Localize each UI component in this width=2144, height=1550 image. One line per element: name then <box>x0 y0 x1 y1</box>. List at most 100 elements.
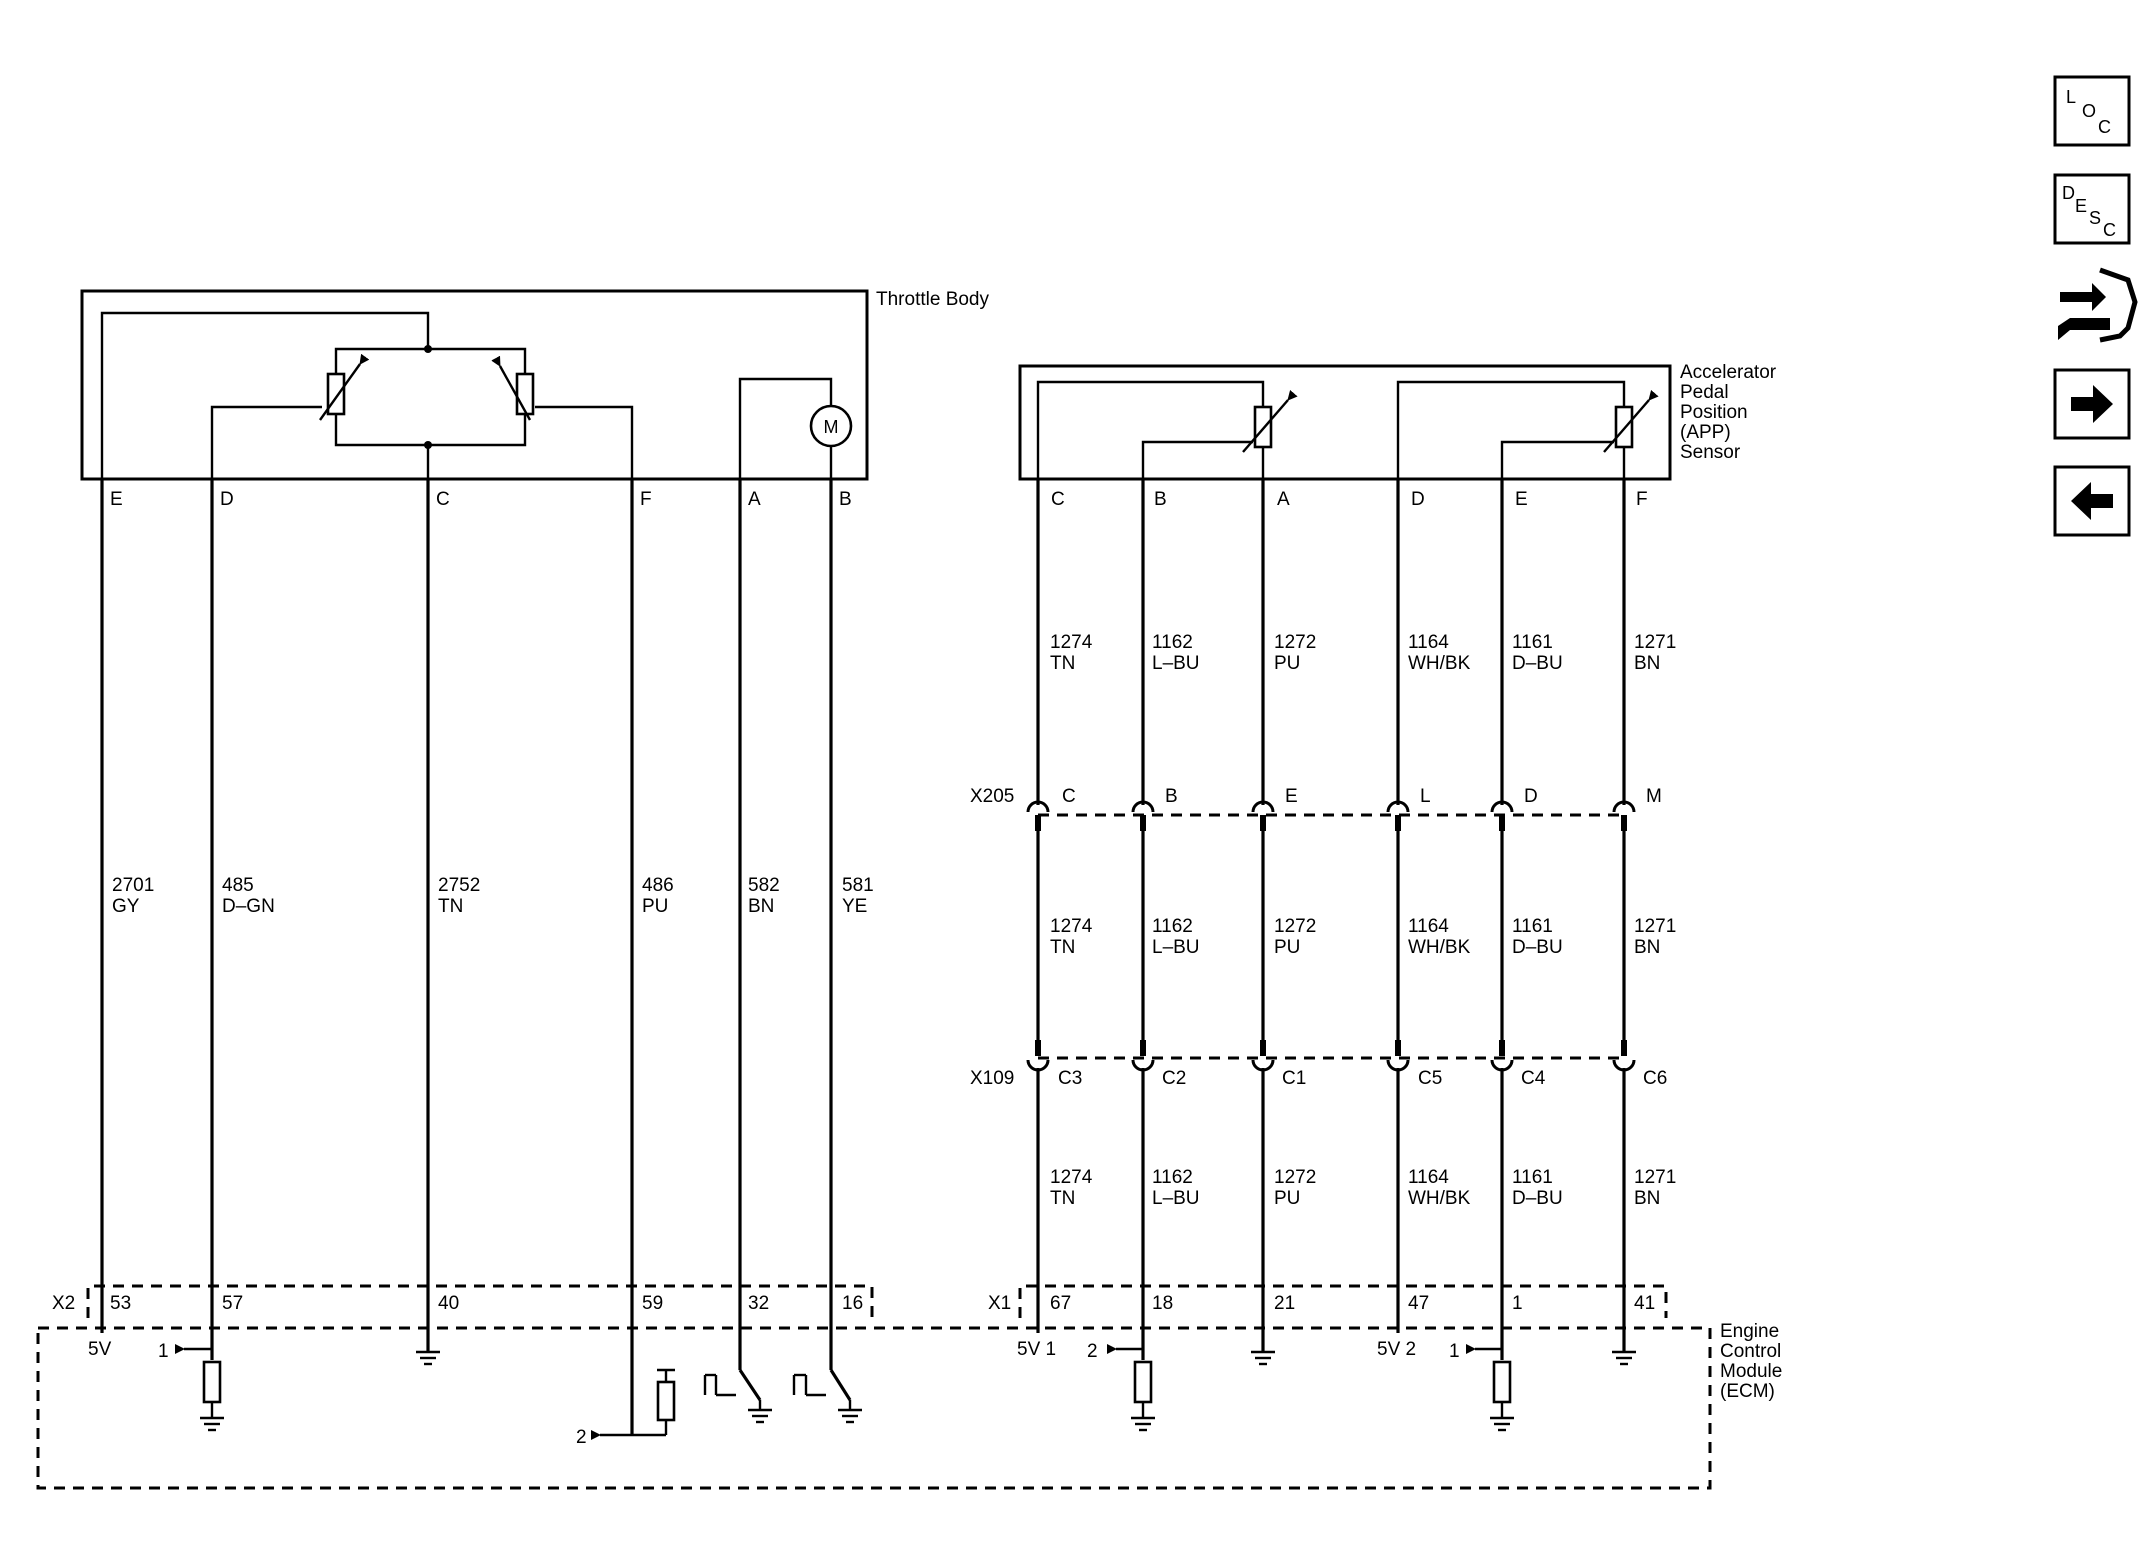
svg-text:C1: C1 <box>1282 1068 1306 1089</box>
svg-text:D: D <box>1524 786 1538 807</box>
svg-text:21: 21 <box>1274 1293 1295 1314</box>
svg-text:X109: X109 <box>970 1068 1014 1089</box>
throttle-body-outline <box>80 289 869 481</box>
svg-text:L–BU: L–BU <box>1152 653 1200 674</box>
svg-text:1: 1 <box>1512 1293 1523 1314</box>
app1-potentiometer-icon <box>1242 389 1298 453</box>
svg-text:D–BU: D–BU <box>1512 653 1563 674</box>
svg-text:WH/BK: WH/BK <box>1408 937 1471 958</box>
svg-text:1: 1 <box>1449 1341 1460 1362</box>
svg-text:BN: BN <box>1634 653 1660 674</box>
svg-text:O: O <box>2082 101 2096 121</box>
svg-text:BN: BN <box>748 896 774 917</box>
svg-text:1161: 1161 <box>1512 632 1553 653</box>
svg-text:E: E <box>1285 786 1298 807</box>
connector-end-view-button[interactable] <box>2058 267 2138 343</box>
svg-text:L: L <box>1420 786 1431 807</box>
svg-text:WH/BK: WH/BK <box>1408 1188 1471 1209</box>
svg-text:B: B <box>1165 786 1178 807</box>
desc-icon <box>2053 173 2131 245</box>
svg-text:C4: C4 <box>1521 1068 1546 1089</box>
throttle-body: Throttle Body M E D C F <box>80 289 989 510</box>
svg-text:M: M <box>824 417 839 437</box>
svg-text:(APP): (APP) <box>1680 422 1731 443</box>
throttle-wires: 2701 GY 485 D–GN 2752 TN 486 PU 582 BN 5… <box>100 479 874 1435</box>
svg-text:C: C <box>436 489 450 510</box>
svg-text:D: D <box>220 489 234 510</box>
svg-text:59: 59 <box>642 1293 663 1314</box>
svg-text:F: F <box>640 489 652 510</box>
app-sensor-outline <box>1018 364 1672 481</box>
svg-text:Sensor: Sensor <box>1680 442 1741 463</box>
motor-driver-switch-b <box>792 1369 862 1424</box>
app-sensor-pins: C B A D E F <box>1051 489 1648 510</box>
ground-icon <box>1251 1340 1275 1366</box>
svg-text:1274: 1274 <box>1050 916 1093 937</box>
svg-text:5V: 5V <box>88 1339 112 1360</box>
svg-text:16: 16 <box>842 1293 863 1314</box>
svg-text:485: 485 <box>222 875 254 896</box>
svg-text:5V 2: 5V 2 <box>1377 1339 1416 1360</box>
svg-text:E: E <box>110 489 123 510</box>
app2-potentiometer-icon <box>1603 389 1659 453</box>
svg-text:GY: GY <box>112 896 140 917</box>
svg-text:1271: 1271 <box>1634 916 1676 937</box>
svg-text:L–BU: L–BU <box>1152 1188 1200 1209</box>
svg-text:PU: PU <box>1274 653 1300 674</box>
svg-text:A: A <box>748 489 761 510</box>
motor-icon: M <box>809 404 853 448</box>
connector-x109: X109 C3 C2 C1 C5 C4 C6 <box>970 1040 1667 1089</box>
svg-text:1271: 1271 <box>1634 632 1676 653</box>
svg-text:53: 53 <box>110 1293 131 1314</box>
svg-text:1164: 1164 <box>1408 916 1449 937</box>
svg-text:C6: C6 <box>1643 1068 1667 1089</box>
svg-text:C: C <box>1051 489 1065 510</box>
svg-text:1272: 1272 <box>1274 916 1316 937</box>
pulldown-circuit-tps: 1 <box>158 1340 224 1432</box>
svg-text:TN: TN <box>1050 653 1075 674</box>
pulldown-circuit-app2: 1 <box>1449 1340 1514 1432</box>
svg-text:1274: 1274 <box>1050 1167 1093 1188</box>
svg-text:1162: 1162 <box>1152 632 1193 653</box>
svg-text:PU: PU <box>1274 1188 1300 1209</box>
throttle-body-label-1: Throttle Body <box>876 289 989 310</box>
connector-x1 <box>1018 1284 1668 1318</box>
next-button[interactable] <box>2053 368 2131 440</box>
pullup-circuit-tps2: 2 <box>576 1368 676 1448</box>
svg-text:47: 47 <box>1408 1293 1429 1314</box>
svg-text:1162: 1162 <box>1152 916 1193 937</box>
svg-text:D–BU: D–BU <box>1512 1188 1563 1209</box>
svg-text:1164: 1164 <box>1408 1167 1449 1188</box>
svg-text:582: 582 <box>748 875 780 896</box>
svg-text:L: L <box>2066 87 2076 107</box>
svg-text:Pedal: Pedal <box>1680 382 1729 403</box>
svg-text:1164: 1164 <box>1408 632 1449 653</box>
desc-button[interactable]: D E S C <box>2053 173 2131 245</box>
svg-text:Control: Control <box>1720 1341 1781 1362</box>
svg-text:D: D <box>2062 183 2075 203</box>
svg-text:2752: 2752 <box>438 875 480 896</box>
svg-text:67: 67 <box>1050 1293 1071 1314</box>
pulldown-circuit-app1: 2 <box>1087 1340 1155 1432</box>
svg-text:TN: TN <box>1050 1188 1075 1209</box>
svg-text:F: F <box>1636 489 1648 510</box>
svg-text:TN: TN <box>1050 937 1075 958</box>
svg-text:D–GN: D–GN <box>222 896 275 917</box>
svg-text:X2: X2 <box>52 1293 75 1314</box>
throttle-body-pins: E D C F A B <box>110 489 852 510</box>
svg-text:1272: 1272 <box>1274 1167 1316 1188</box>
svg-text:Module: Module <box>1720 1361 1782 1382</box>
svg-text:2: 2 <box>1087 1341 1098 1362</box>
previous-button[interactable] <box>2053 465 2131 537</box>
app-sensor: Accelerator Pedal Position (APP) Sensor … <box>1018 362 1777 510</box>
svg-text:S: S <box>2089 208 2101 228</box>
svg-text:C: C <box>2103 220 2116 240</box>
loc-button[interactable]: L O C <box>2053 75 2131 147</box>
svg-text:5V 1: 5V 1 <box>1017 1339 1056 1360</box>
svg-text:18: 18 <box>1152 1293 1173 1314</box>
svg-text:M: M <box>1646 786 1662 807</box>
loc-icon <box>2053 75 2131 147</box>
tps1-potentiometer-icon <box>319 353 370 421</box>
svg-text:C: C <box>2098 117 2111 137</box>
